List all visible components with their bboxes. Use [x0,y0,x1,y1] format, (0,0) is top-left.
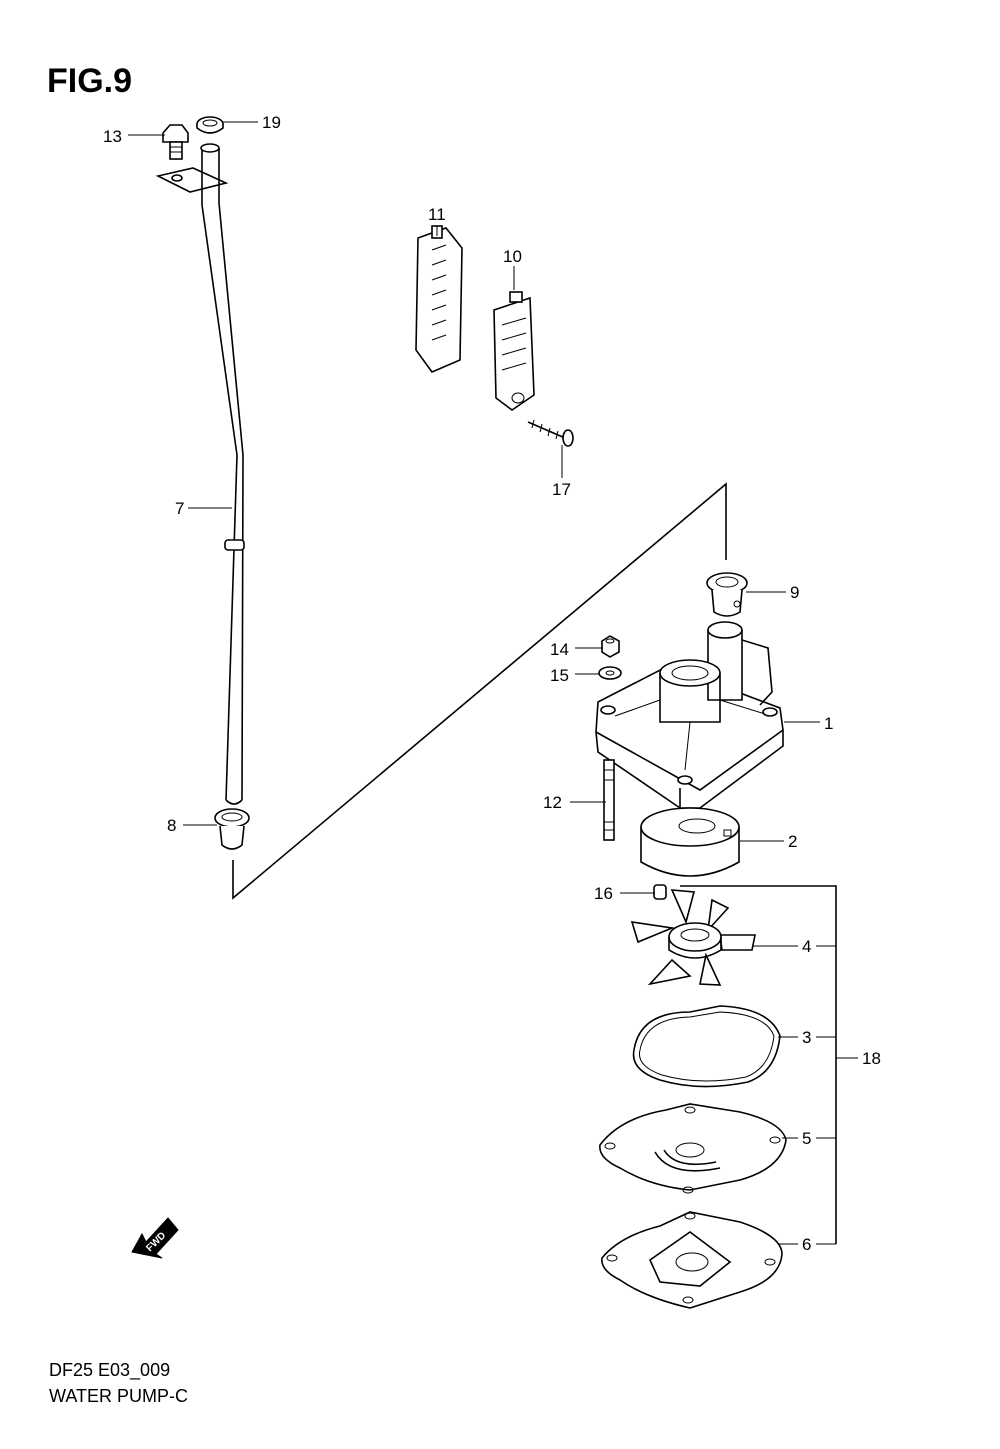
callout-2: 2 [788,832,797,851]
callout-17: 17 [552,480,571,499]
part-17-screw[interactable] [527,419,574,447]
diagram-name: WATER PUMP-C [49,1386,188,1406]
figure-title: FIG.9 [47,62,133,100]
part-15-washer[interactable] [598,666,622,680]
callout-15: 15 [550,666,569,685]
leader-lines [128,121,858,1245]
part-11-holder[interactable] [415,225,463,373]
part-2-liner[interactable] [640,807,740,877]
part-5-plate[interactable] [599,1103,787,1194]
part-13-bolt[interactable] [162,124,189,160]
callout-4: 4 [802,937,811,956]
callout-5: 5 [802,1129,811,1148]
part-14-nut[interactable] [601,635,620,658]
part-12-stud[interactable] [603,759,615,841]
part-4-impeller[interactable] [630,889,756,986]
connector-lines [232,482,837,1244]
callout-6: 6 [802,1235,811,1254]
part-6-gasket-plate[interactable] [601,1211,783,1309]
callout-8: 8 [167,816,176,835]
part-8-grommet[interactable] [214,808,250,850]
callout-1: 1 [824,714,833,733]
callout-12: 12 [543,793,562,812]
part-9-collar[interactable] [706,572,748,617]
part-7-water-tube[interactable] [155,143,245,805]
callout-19: 19 [262,113,281,132]
callout-7: 7 [175,499,184,518]
callout-18: 18 [862,1049,881,1068]
callout-14: 14 [550,640,569,659]
callout-labels: 13 19 11 10 17 7 9 14 15 1 12 8 2 16 4 3… [103,113,881,1254]
callout-11: 11 [428,205,446,224]
diagram-code: DF25 E03_009 [49,1360,171,1380]
part-19-grommet[interactable] [196,116,224,134]
part-3-gasket[interactable] [632,1005,781,1088]
callout-16: 16 [594,884,613,903]
callout-13: 13 [103,127,122,146]
callout-10: 10 [503,247,522,266]
callout-9: 9 [790,583,799,602]
part-16-key[interactable] [653,884,667,900]
fwd-arrow-icon: FWD [131,1217,179,1259]
callout-3: 3 [802,1028,811,1047]
part-1-pump-case[interactable] [595,621,784,809]
part-10-holder[interactable] [493,291,535,411]
